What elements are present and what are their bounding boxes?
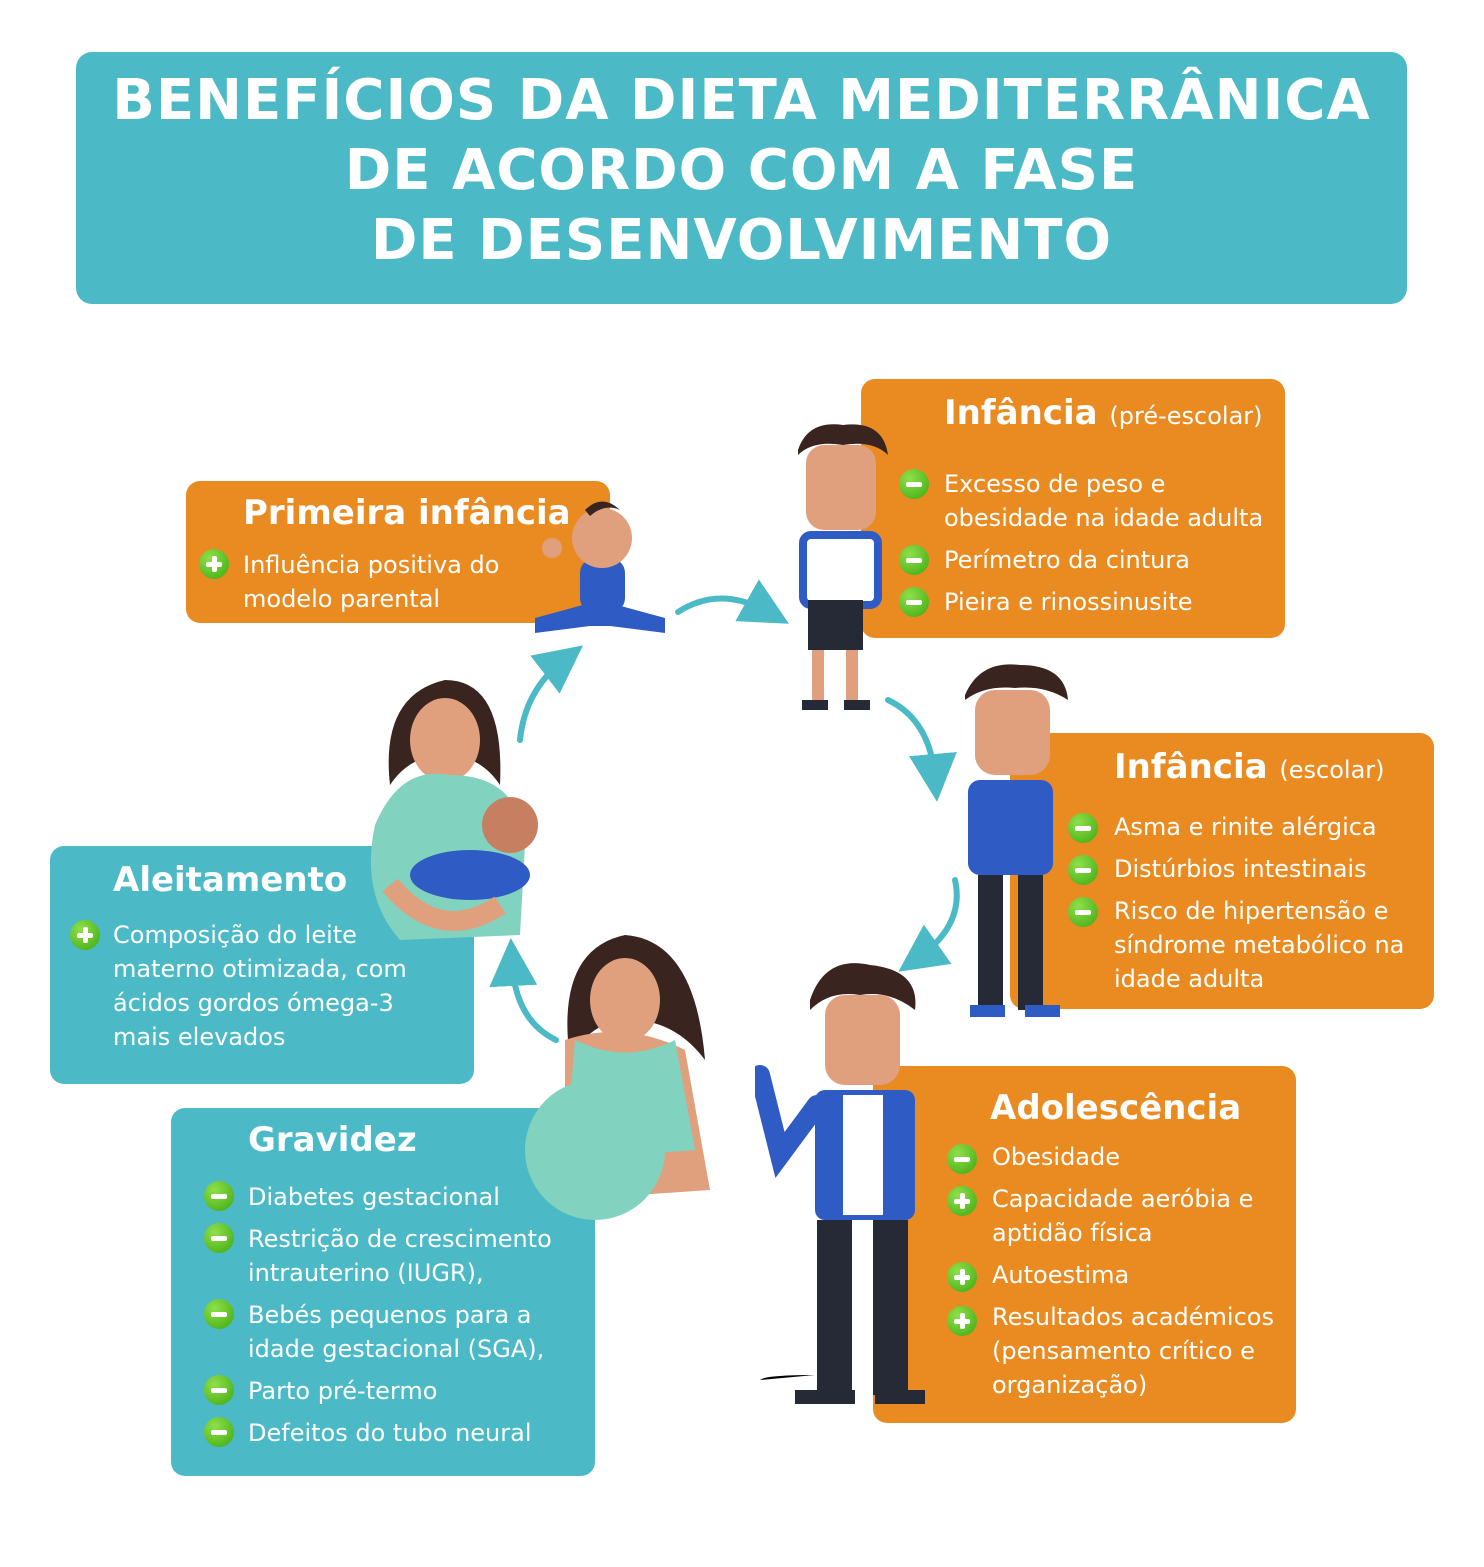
list-item: Distúrbios intestinais xyxy=(1114,855,1367,883)
preschool-child-illustration xyxy=(798,424,888,710)
plus-icon xyxy=(947,1306,977,1336)
minus-icon xyxy=(947,1144,977,1174)
breastfeeding-mother-illustration xyxy=(370,680,538,940)
baby-illustration xyxy=(535,501,665,633)
list-item: Resultados académicos(pensamento crítico… xyxy=(992,1303,1274,1399)
plus-icon xyxy=(947,1186,977,1216)
plus-icon xyxy=(70,920,100,950)
plus-icon xyxy=(199,549,229,579)
arrow-5 xyxy=(517,645,584,743)
card-infancia-pre-escolar: Infância (pré-escolar) Excesso de peso e… xyxy=(861,379,1285,638)
minus-icon xyxy=(1068,897,1098,927)
header-banner: BENEFÍCIOS DA DIETA MEDITERRÂNICA DE ACO… xyxy=(76,52,1407,304)
card-title: Primeira infância xyxy=(243,493,571,533)
title-line-2: DE ACORDO COM A FASE xyxy=(344,138,1139,203)
arrow-2 xyxy=(885,697,957,802)
card-title: Adolescência xyxy=(990,1088,1242,1128)
pregnant-woman-illustration xyxy=(525,935,710,1220)
card-title: Infância (pré-escolar) xyxy=(944,393,1263,433)
minus-icon xyxy=(1068,813,1098,843)
list-item: Pieira e rinossinusite xyxy=(944,588,1193,616)
card-primeira-infancia: Primeira infância Influência positiva do… xyxy=(186,481,610,623)
minus-icon xyxy=(899,469,929,499)
arrow-4 xyxy=(489,938,559,1043)
card-adolescencia: Adolescência Obesidade Capacidade aeróbi… xyxy=(873,1066,1296,1423)
school-child-illustration xyxy=(965,664,1068,1017)
minus-icon xyxy=(204,1181,234,1211)
card-title: Infância (escolar) xyxy=(1114,747,1385,787)
minus-icon xyxy=(899,545,929,575)
list-item: Asma e rinite alérgica xyxy=(1114,813,1377,841)
teen-illustration xyxy=(755,963,925,1404)
minus-icon xyxy=(204,1417,234,1447)
card-title: Gravidez xyxy=(248,1120,417,1160)
list-item: Autoestima xyxy=(992,1261,1130,1289)
card-title: Aleitamento xyxy=(113,860,348,900)
card-gravidez: Gravidez Diabetes gestacional Restrição … xyxy=(171,1108,595,1476)
list-item: Perímetro da cintura xyxy=(944,546,1190,574)
plus-icon xyxy=(947,1262,977,1292)
title-line-3: DE DESENVOLVIMENTO xyxy=(370,208,1113,273)
list-item: Obesidade xyxy=(992,1143,1121,1171)
minus-icon xyxy=(204,1223,234,1253)
arrow-3 xyxy=(898,877,960,972)
list-item: Diabetes gestacional xyxy=(248,1183,500,1211)
list-item: Defeitos do tubo neural xyxy=(248,1419,532,1447)
list-item: Parto pré-termo xyxy=(248,1377,438,1405)
minus-icon xyxy=(1068,855,1098,885)
minus-icon xyxy=(204,1299,234,1329)
title-line-1: BENEFÍCIOS DA DIETA MEDITERRÂNICA xyxy=(112,68,1371,133)
arrow-1 xyxy=(675,579,789,624)
minus-icon xyxy=(899,587,929,617)
minus-icon xyxy=(204,1375,234,1405)
card-infancia-escolar: Infância (escolar) Asma e rinite alérgic… xyxy=(1010,733,1434,1009)
